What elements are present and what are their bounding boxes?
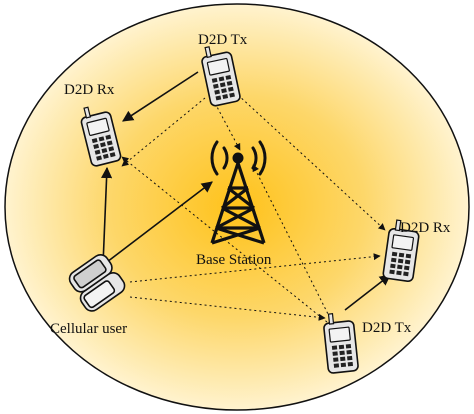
link-cellular-rxright [129,253,381,283]
link-txtop-rxright [237,94,386,231]
label-d2d-rx-left: D2D Rx [64,82,115,98]
cellular-to-rxleft [100,166,113,266]
label-d2d-tx-bottom: D2D Tx [362,320,412,336]
label-d2d-rx-right: D2D Rx [400,220,451,236]
cell-tower-icon [210,140,267,245]
d2d-link-top [122,71,199,122]
d2d-link-bottom [344,274,391,311]
flip-phone-icon [68,254,126,312]
label-d2d-tx-top: D2D Tx [198,32,248,48]
label-base-station: Base Station [196,252,272,268]
cellular-uplink [106,181,213,263]
label-cellular-user: Cellular user [50,321,127,337]
communication-links [100,71,391,311]
link-txbottom-basestation [252,164,331,319]
